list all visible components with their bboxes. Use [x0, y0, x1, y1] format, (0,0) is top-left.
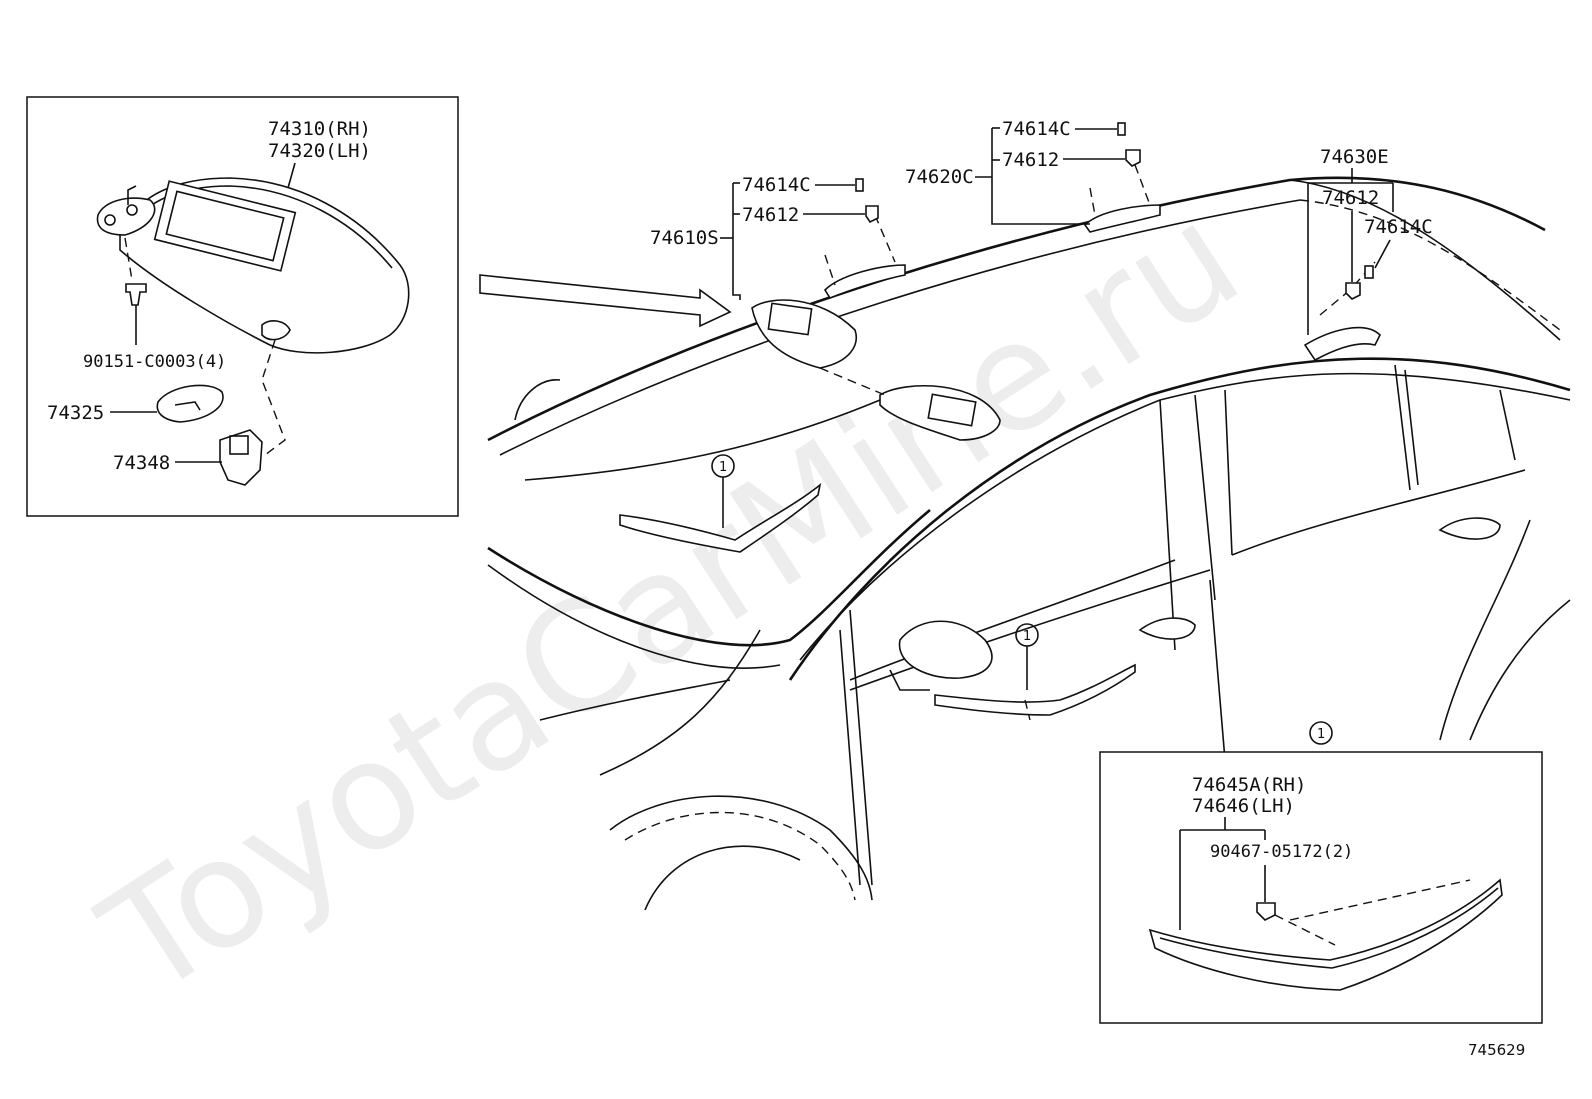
label-grip-mid-clip: 74614C [1002, 118, 1071, 140]
label-grip-mid-bracket: 74612 [1002, 149, 1059, 171]
label-grip-rear-clip: 74614C [1364, 216, 1433, 238]
label-visor-rh: 74310(RH) [268, 118, 371, 140]
label-grip-mid-assy: 74620C [905, 166, 974, 188]
label-clip: 90467-05172(2) [1210, 842, 1353, 862]
label-cover: 74325 [47, 402, 104, 424]
label-garnish-rh: 74645A(RH) [1192, 774, 1306, 796]
pillar-garnish-front [619, 483, 822, 553]
label-visor-lh: 74320(LH) [268, 140, 371, 162]
callout-1-side: 1 [1023, 629, 1031, 644]
pillar-garnish-part [1148, 878, 1503, 991]
label-screw: 90151-C0003(4) [83, 352, 226, 372]
main-callouts: 74610S 74614C 74612 74620C 74614C 74612 … [650, 118, 1433, 690]
assist-grip-mid [1083, 204, 1161, 233]
assist-grip-front [823, 264, 906, 299]
diagram-id: 745629 [1468, 1041, 1525, 1059]
installed-parts [619, 164, 1381, 721]
label-grip-rear-bracket: 74612 [1322, 187, 1379, 209]
label-grip-rear-assy: 74630E [1320, 146, 1389, 168]
callout-1-inset: 1 [1317, 727, 1325, 742]
label-grip-front-bracket: 74612 [742, 204, 799, 226]
inset-sun-visor: 74310(RH) 74320(LH) 90151-C0003(4) 74325… [26, 96, 459, 517]
car-body-outline [487, 176, 1571, 911]
label-visor-assy: 74610S [650, 227, 719, 249]
pillar-garnish-side [934, 663, 1136, 716]
label-garnish-lh: 74646(LH) [1192, 795, 1295, 817]
inset-pillar-garnish: 1 74645A(RH) 74646(LH) 90467-05172(2) [1099, 721, 1543, 1024]
label-grip-front-clip: 74614C [742, 174, 811, 196]
callout-1-front: 1 [719, 460, 727, 475]
visor-cover-part [156, 384, 224, 423]
label-holder: 74348 [113, 452, 170, 474]
assist-grip-rear [1303, 326, 1381, 362]
pointer-arrow [479, 274, 732, 328]
